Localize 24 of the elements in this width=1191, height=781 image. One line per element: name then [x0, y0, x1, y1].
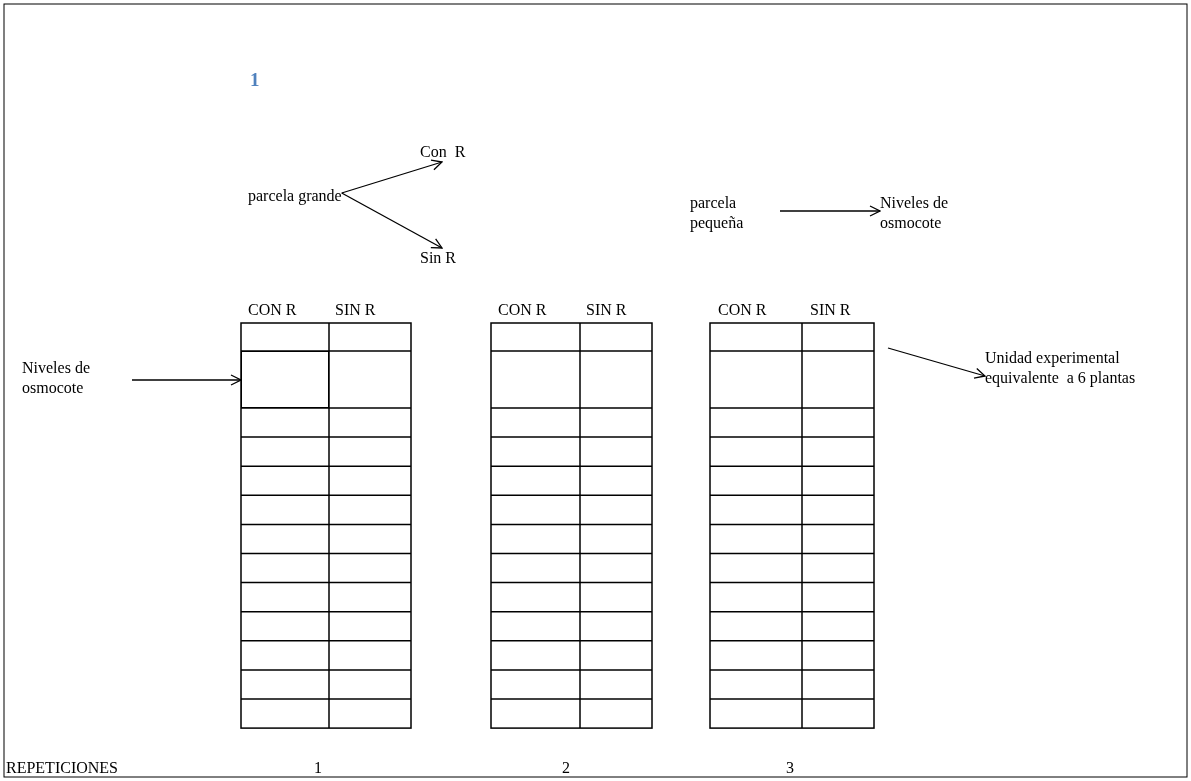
title: 1: [250, 70, 260, 90]
repetition-number: 3: [786, 758, 794, 778]
column-header: CON R: [248, 300, 297, 320]
callout-text: Con R: [420, 142, 466, 162]
column-header: CON R: [718, 300, 767, 320]
column-header: CON R: [498, 300, 547, 320]
arrow: [779, 205, 881, 217]
arrow: [131, 374, 242, 386]
axis-label: REPETICIONES: [6, 758, 118, 778]
callout-text: Sin R: [420, 248, 456, 268]
callout-text: Niveles de osmocote: [22, 358, 132, 398]
plot-cell: [241, 351, 329, 408]
callout-text: parcela pequeña: [690, 193, 780, 233]
column-header: SIN R: [586, 300, 627, 320]
callout-text: Niveles de osmocote: [880, 193, 990, 233]
callout-text: Unidad experimental equivalente a 6 plantas: [985, 348, 1191, 388]
arrow: [887, 347, 986, 379]
repetition-number: 2: [562, 758, 570, 778]
column-header: SIN R: [335, 300, 376, 320]
repetition-number: 1: [314, 758, 322, 778]
column-header: SIN R: [810, 300, 851, 320]
arrow: [341, 159, 443, 194]
callout-text: parcela grande: [248, 186, 342, 206]
arrow: [341, 192, 443, 249]
